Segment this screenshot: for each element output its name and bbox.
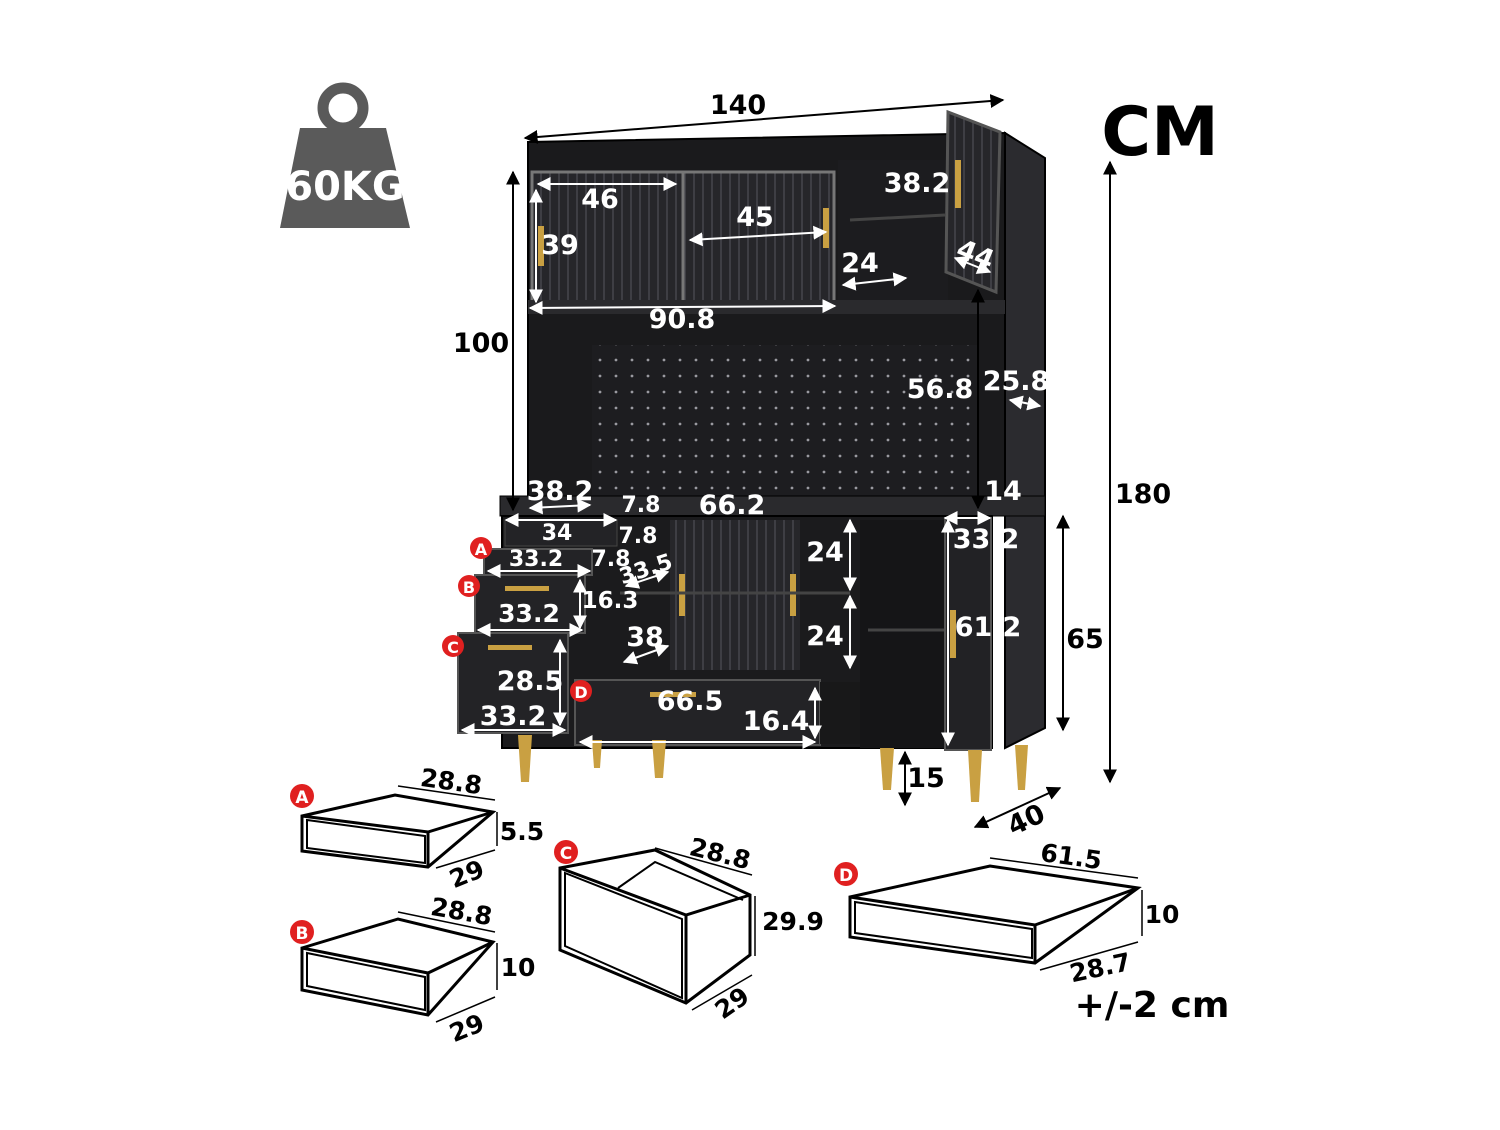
label-side-d: 14 xyxy=(984,476,1022,507)
label-b-front-h: 16.3 xyxy=(582,588,639,614)
label-lower-h: 65 xyxy=(1066,624,1104,655)
label-upper-right-depth: 24 xyxy=(841,248,879,279)
dimension-labels: 140 180 100 46 39 45 38.2 24 44 90.8 56.… xyxy=(453,90,1171,842)
label-shelf-left-w: 38.2 xyxy=(527,476,594,507)
drawer-b-height: 10 xyxy=(501,953,536,982)
label-right-h: 61.2 xyxy=(955,612,1022,643)
label-shelf-depth: 38 xyxy=(626,622,664,653)
weight-label: 60KG xyxy=(285,164,405,210)
badge-b: B xyxy=(296,924,309,944)
dimension-lines xyxy=(506,94,1117,829)
drawer-a-diagram: A 28.8 5.5 29 xyxy=(290,763,544,894)
label-overall-height: 180 xyxy=(1115,479,1171,510)
label-overall-width: 140 xyxy=(710,90,766,121)
label-upper-door-w: 46 xyxy=(581,184,619,215)
label-counter-w: 66.2 xyxy=(699,490,766,521)
label-depth: 40 xyxy=(1003,798,1050,842)
drawer-b-depth: 29 xyxy=(445,1008,488,1048)
tolerance-note: +/-2 cm xyxy=(1075,985,1230,1026)
label-gap-a: 7.8 xyxy=(622,493,661,518)
front-badge-c: C xyxy=(447,638,459,657)
drawer-c-height: 29.9 xyxy=(762,907,824,936)
drawer-c-diagram: C 28.8 29.9 29 xyxy=(554,832,824,1025)
drawer-a-width: 28.8 xyxy=(419,763,484,800)
label-b-front-w: 33.2 xyxy=(498,599,560,628)
front-badges: A B C D xyxy=(442,537,592,702)
weight-icon: 60KG xyxy=(280,82,410,228)
label-leg-h: 15 xyxy=(907,763,945,794)
front-badge-a: A xyxy=(475,540,488,559)
label-shelf-h1: 24 xyxy=(806,537,844,568)
drawer-d-diagram: D 61.5 10 28.7 xyxy=(834,838,1179,988)
drawer-b-diagram: B 28.8 10 29 xyxy=(290,892,535,1048)
drawer-d-width: 61.5 xyxy=(1039,838,1104,875)
front-badge-b: B xyxy=(463,578,475,597)
drawer-d-depth: 28.7 xyxy=(1067,947,1133,988)
label-d-front-h: 16.4 xyxy=(743,706,810,737)
label-right-w: 33.2 xyxy=(953,524,1020,555)
drawer-a-depth: 29 xyxy=(445,854,488,894)
label-gap-c: 7.8 xyxy=(592,547,631,572)
drawer-d-height: 10 xyxy=(1145,900,1180,929)
label-drawer-top-w: 34 xyxy=(542,521,573,546)
cabinet-body xyxy=(457,109,1046,802)
front-badge-d: D xyxy=(574,683,587,702)
badge-d: D xyxy=(839,866,853,886)
badge-c: C xyxy=(560,844,572,864)
drawer-a-height: 5.5 xyxy=(500,817,544,846)
label-hutch-h: 56.8 xyxy=(907,374,974,405)
drawer-c-depth: 29 xyxy=(710,981,755,1025)
label-upper-right-w: 38.2 xyxy=(884,168,951,199)
badge-a: A xyxy=(295,788,309,808)
drawer-b-width: 28.8 xyxy=(429,892,495,931)
label-gap-b: 7.8 xyxy=(619,524,658,549)
label-c-front-w: 33.2 xyxy=(480,701,547,732)
label-c-front-h: 28.5 xyxy=(497,666,564,697)
label-upper-height: 100 xyxy=(453,328,509,359)
dimension-lines-white xyxy=(460,177,1042,749)
label-a-front-w: 33.2 xyxy=(509,547,563,572)
label-shelf-h2: 24 xyxy=(806,621,844,652)
label-upper-inner-w: 45 xyxy=(736,202,774,233)
label-upper-door-h: 39 xyxy=(541,230,579,261)
unit-label: CM xyxy=(1101,93,1219,172)
label-d-front-w: 66.5 xyxy=(657,686,724,717)
label-upper-span: 90.8 xyxy=(649,304,716,335)
label-hutch-depth: 25.8 xyxy=(983,366,1050,397)
